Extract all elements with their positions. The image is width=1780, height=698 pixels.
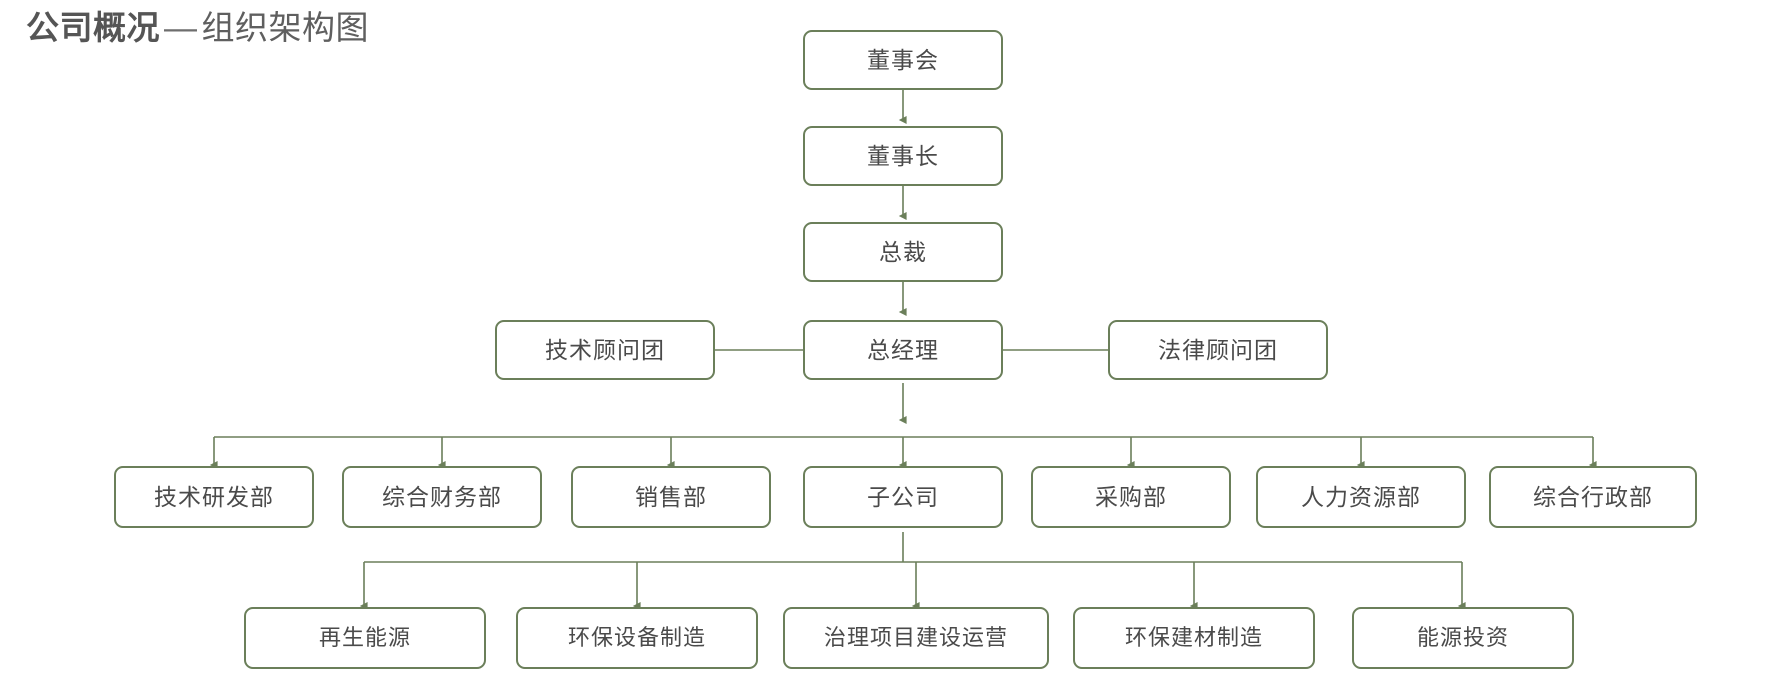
node-general-manager[interactable]: 总经理 — [803, 320, 1003, 380]
node-chairman-label: 董事长 — [867, 142, 939, 169]
node-board-label: 董事会 — [867, 46, 939, 73]
node-dept-hr-label: 人力资源部 — [1301, 483, 1421, 510]
node-dept-purchasing[interactable]: 采购部 — [1031, 466, 1231, 528]
node-president[interactable]: 总裁 — [803, 222, 1003, 282]
node-dept-finance-label: 综合财务部 — [382, 483, 502, 510]
node-legal-advisor-label: 法律顾问团 — [1158, 336, 1278, 363]
node-tech-advisor-label: 技术顾问团 — [545, 336, 665, 363]
node-dept-purchasing-label: 采购部 — [1095, 483, 1167, 510]
page-title: 公司概况—组织架构图 — [26, 6, 369, 50]
node-sub-renewable[interactable]: 再生能源 — [244, 607, 486, 669]
node-sub-projects[interactable]: 治理项目建设运营 — [783, 607, 1049, 669]
node-sub-investment[interactable]: 能源投资 — [1352, 607, 1574, 669]
page-title-primary: 公司概况 — [26, 9, 160, 46]
node-tech-advisor[interactable]: 技术顾问团 — [495, 320, 715, 380]
node-board[interactable]: 董事会 — [803, 30, 1003, 90]
node-dept-sales-label: 销售部 — [635, 483, 707, 510]
node-general-manager-label: 总经理 — [867, 336, 939, 363]
node-sub-materials-label: 环保建材制造 — [1124, 625, 1263, 650]
node-legal-advisor[interactable]: 法律顾问团 — [1108, 320, 1328, 380]
node-dept-rd-label: 技术研发部 — [154, 483, 274, 510]
node-dept-subsidiary-label: 子公司 — [867, 483, 939, 510]
page-title-secondary: 组织架构图 — [201, 9, 369, 46]
node-dept-hr[interactable]: 人力资源部 — [1256, 466, 1466, 528]
node-sub-renewable-label: 再生能源 — [318, 625, 411, 650]
node-dept-admin-label: 综合行政部 — [1533, 483, 1653, 510]
node-chairman[interactable]: 董事长 — [803, 126, 1003, 186]
node-dept-finance[interactable]: 综合财务部 — [342, 466, 542, 528]
node-sub-projects-label: 治理项目建设运营 — [823, 625, 1008, 650]
page-title-separator: — — [164, 9, 198, 46]
node-sub-materials[interactable]: 环保建材制造 — [1073, 607, 1315, 669]
node-sub-equipment-label: 环保设备制造 — [567, 625, 706, 650]
node-sub-equipment[interactable]: 环保设备制造 — [516, 607, 758, 669]
node-president-label: 总裁 — [879, 238, 927, 265]
node-dept-rd[interactable]: 技术研发部 — [114, 466, 314, 528]
node-dept-subsidiary[interactable]: 子公司 — [803, 466, 1003, 528]
node-dept-sales[interactable]: 销售部 — [571, 466, 771, 528]
node-dept-admin[interactable]: 综合行政部 — [1489, 466, 1697, 528]
node-sub-investment-label: 能源投资 — [1416, 625, 1509, 650]
